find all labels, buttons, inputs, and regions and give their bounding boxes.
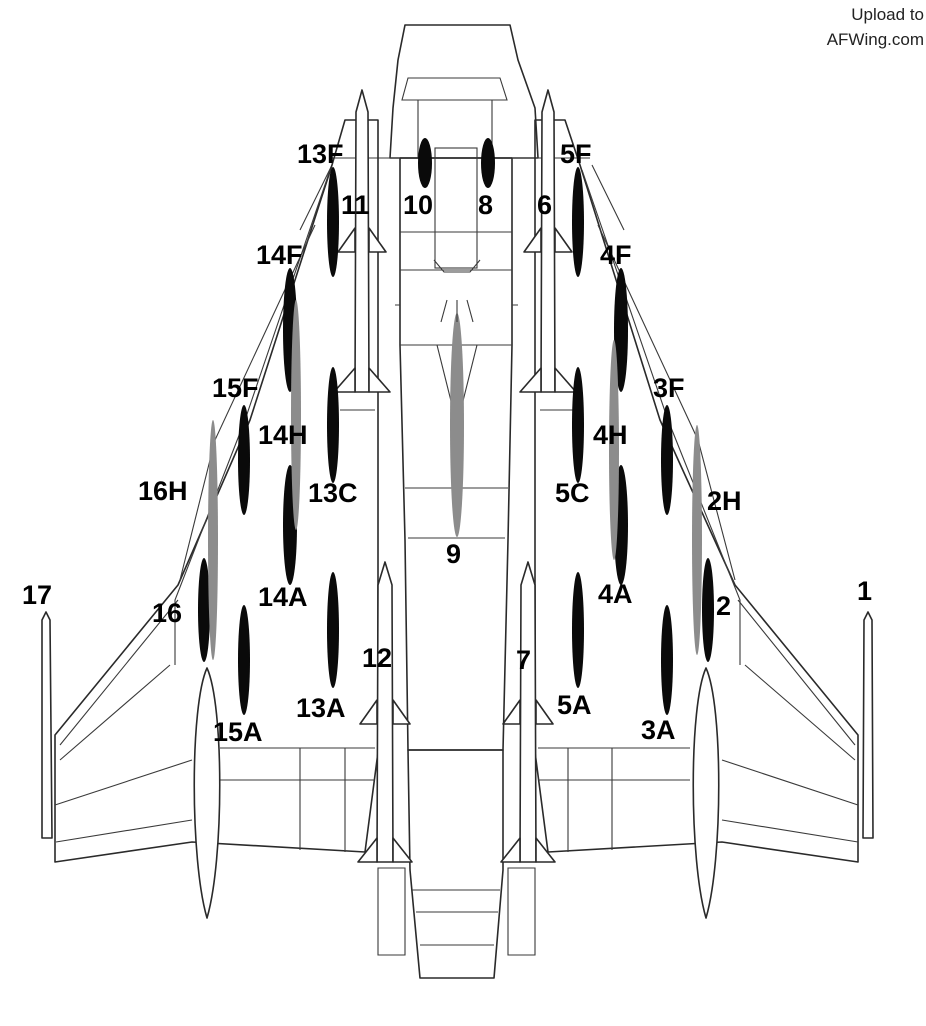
- store-13f: [327, 167, 339, 277]
- label-5c: 5C: [555, 478, 590, 508]
- label-5f: 5F: [560, 139, 592, 169]
- store-5f: [572, 167, 584, 277]
- missile-station-7: [500, 561, 556, 863]
- store-5a: [572, 572, 584, 688]
- watermark-line1: Upload to: [851, 5, 924, 24]
- label-16h: 16H: [138, 476, 188, 506]
- store-3f: [661, 405, 673, 515]
- store-10: [418, 138, 432, 188]
- store-5c: [572, 367, 584, 483]
- label-8: 8: [478, 190, 493, 220]
- label-6: 6: [537, 190, 552, 220]
- label-14a: 14A: [258, 582, 308, 612]
- label-4h: 4H: [593, 420, 628, 450]
- label-9: 9: [446, 539, 461, 569]
- label-4a: 4A: [598, 579, 633, 609]
- store-16: [198, 558, 210, 662]
- missile-station-11: [333, 89, 391, 393]
- fuselage-aft: [407, 749, 504, 979]
- label-10: 10: [403, 190, 433, 220]
- store-15a: [238, 605, 250, 715]
- gray-stores: [208, 299, 702, 660]
- label-5a: 5A: [557, 690, 592, 720]
- label-4f: 4F: [600, 240, 632, 270]
- label-2: 2: [716, 591, 731, 621]
- label-15f: 15F: [212, 373, 259, 403]
- store-2h: [692, 425, 702, 655]
- store-2: [702, 558, 714, 662]
- right-wingtip-rail: [862, 611, 874, 839]
- label-17: 17: [22, 580, 52, 610]
- label-14f: 14F: [256, 240, 303, 270]
- label-2h: 2H: [707, 486, 742, 516]
- right-drop-tank: [692, 667, 720, 919]
- store-4f: [614, 268, 628, 392]
- label-13a: 13A: [296, 693, 346, 723]
- label-13f: 13F: [297, 139, 344, 169]
- left-wing: [54, 119, 379, 863]
- watermark-line2: AFWing.com: [827, 30, 924, 49]
- label-12: 12: [362, 643, 392, 673]
- store-14h: [291, 300, 301, 530]
- left-wingtip-rail: [41, 611, 53, 839]
- missiles: [333, 89, 577, 863]
- watermark: Upload to AFWing.com: [827, 5, 924, 49]
- store-8: [481, 138, 495, 188]
- label-3a: 3A: [641, 715, 676, 745]
- label-3f: 3F: [653, 373, 685, 403]
- store-4h: [609, 340, 619, 560]
- label-7: 7: [516, 645, 531, 675]
- store-16h: [208, 420, 218, 660]
- store-13c: [327, 367, 339, 483]
- missile-station-12: [357, 561, 413, 863]
- label-15a: 15A: [213, 717, 263, 747]
- label-11: 11: [341, 190, 370, 220]
- label-14h: 14H: [258, 420, 308, 450]
- label-1: 1: [857, 576, 872, 606]
- missile-station-6: [519, 89, 577, 393]
- station-labels: 13F 5F 11 10 8 6 14F 4F 15F 3F 14H 4H 16…: [22, 139, 872, 747]
- store-3a: [661, 605, 673, 715]
- left-drop-tank: [193, 667, 221, 919]
- label-16: 16: [152, 598, 182, 628]
- right-wing: [534, 119, 859, 863]
- fuselage-nose: [389, 24, 539, 159]
- store-9: [450, 313, 464, 537]
- store-15f: [238, 405, 250, 515]
- store-13a: [327, 572, 339, 688]
- label-13c: 13C: [308, 478, 358, 508]
